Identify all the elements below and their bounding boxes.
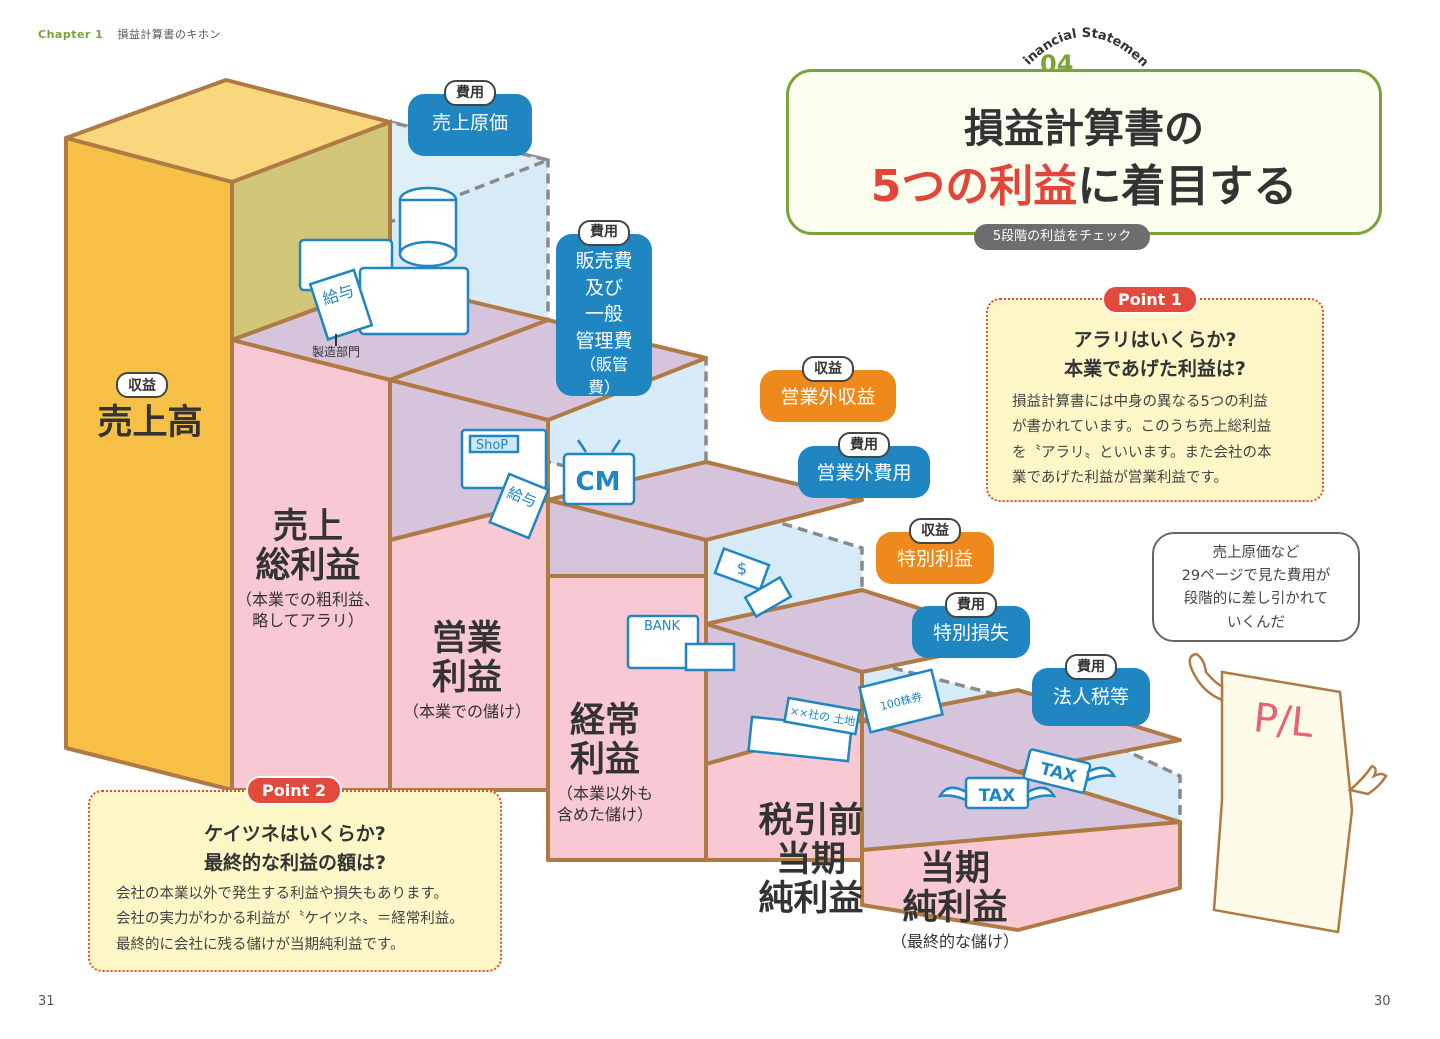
callout-extraordinary-income-tag: 収益 bbox=[909, 518, 961, 545]
callout-nonoperating-income-text: 営業外収益 bbox=[780, 386, 876, 408]
point-1-box: アラリはいくらか? 本業であげた利益は? 損益計算書には中身の異なる5つの利益 … bbox=[986, 298, 1324, 502]
callout-extraordinary-loss-text: 特別損失 bbox=[932, 622, 1009, 644]
pretax-profit-label-text: 税引前 当期 純利益 bbox=[758, 801, 864, 920]
sales-tag: 収益 bbox=[116, 372, 168, 398]
illustration-factory bbox=[298, 186, 470, 341]
ordinary-profit-label-text: 経常 利益 bbox=[569, 701, 640, 781]
salary-envelope-icon-2 bbox=[488, 472, 550, 540]
point-1-tag: Point 1 bbox=[1102, 285, 1198, 314]
sales-label-text: 売上高 bbox=[97, 403, 203, 443]
callout-cost-of-sales-text: 売上原価 bbox=[431, 112, 508, 134]
wing-icon-3 bbox=[1086, 766, 1117, 782]
title-highlight: 5つの利益 bbox=[870, 161, 1078, 212]
callout-cost-of-sales-tag: 費用 bbox=[444, 80, 496, 107]
banknote-icon bbox=[713, 546, 771, 592]
stock-certificate-icon bbox=[858, 668, 944, 734]
title-line-2: 5つの利益に着目する bbox=[789, 150, 1379, 214]
pretax-profit-label: 税引前 当期 純利益 bbox=[750, 801, 872, 920]
salary-envelope-icon bbox=[308, 268, 374, 341]
bank-text: BANK bbox=[644, 619, 681, 634]
callout-cost-of-sales: 費用 売上原価 bbox=[408, 80, 532, 156]
pl-character bbox=[1188, 652, 1388, 934]
ordinary-profit-note: （本業以外も 含めた儲け） bbox=[556, 784, 653, 825]
badge-arc: Financial Statement bbox=[1010, 14, 1151, 70]
sales-label: 売上高 bbox=[80, 403, 220, 443]
chapter-header: Chapter 1 損益計算書のキホン bbox=[38, 26, 221, 42]
pl-text: P/L bbox=[1251, 695, 1316, 747]
title-rest: に着目する bbox=[1077, 161, 1298, 212]
callout-corporate-tax-text: 法人税等 bbox=[1052, 686, 1129, 708]
net-profit-label-text: 当期 純利益 bbox=[902, 849, 1008, 929]
net-profit-note: （最終的な儲け） bbox=[890, 932, 1019, 952]
callout-sga-text: 販売費 及び 一般 管理費 bbox=[575, 250, 633, 352]
operating-profit-note: （本業での儲け） bbox=[402, 702, 531, 722]
callout-nonoperating-expense: 費用 営業外費用 bbox=[798, 432, 930, 498]
waving-hand-icon bbox=[1347, 764, 1388, 796]
illustration-shop bbox=[460, 428, 636, 540]
callout-sga-sub: （販管費） bbox=[579, 355, 628, 397]
point-2-box: ケイツネはいくらか? 最終的な利益の額は? 会社の本業以外で発生する利益や損失も… bbox=[88, 790, 502, 972]
callout-corporate-tax: 費用 法人税等 bbox=[1032, 654, 1150, 726]
ordinary-profit-label: 経常 利益 （本業以外も 含めた儲け） bbox=[546, 701, 664, 826]
net-profit-label: 当期 純利益 （最終的な儲け） bbox=[880, 849, 1030, 953]
cash-stack-icon bbox=[684, 642, 736, 672]
speech-bubble: 売上原価など 29ページで見た費用が 段階的に差し引かれて いくんだ bbox=[1152, 532, 1360, 642]
illustration-bank bbox=[626, 546, 793, 672]
pointing-hand-icon bbox=[1188, 652, 1224, 702]
callout-extraordinary-income: 収益 特別利益 bbox=[876, 518, 994, 584]
factory-label: 製造部門 bbox=[312, 344, 360, 359]
point-1-title: アラリはいくらか? 本業であげた利益は? bbox=[1064, 329, 1246, 380]
sales-block-front bbox=[64, 136, 234, 792]
svg-text:Financial Statement: Financial Statement bbox=[1010, 14, 1151, 70]
title-line-1: 損益計算書の bbox=[964, 106, 1204, 152]
gross-profit-label-text: 売上 総利益 bbox=[255, 507, 361, 587]
dollar-text: $ bbox=[737, 559, 747, 578]
bank-icon bbox=[626, 614, 700, 670]
gross-profit-note: （本業での粗利益、 略してアラリ） bbox=[235, 590, 380, 631]
chapter-label: Chapter 1 bbox=[38, 28, 104, 41]
operating-profit-label: 営業 利益 （本業での儲け） bbox=[392, 619, 542, 723]
callout-nonoperating-expense-tag: 費用 bbox=[838, 432, 890, 459]
land-sign-icon bbox=[783, 696, 861, 736]
ordinary-block-side bbox=[546, 498, 708, 578]
tax-text-1: TAX bbox=[979, 786, 1016, 806]
callout-extraordinary-income-text: 特別利益 bbox=[896, 548, 973, 570]
banknote-icon-2 bbox=[743, 575, 793, 619]
point-2-body: 会社の本業以外で発生する利益や損失もあります。 会社の実力がわかる利益が〝ケイツ… bbox=[116, 886, 464, 953]
operating-profit-label-text: 営業 利益 bbox=[431, 619, 502, 699]
pl-document-icon bbox=[1212, 670, 1354, 934]
page-number-left: 31 bbox=[38, 994, 55, 1009]
tv-icon bbox=[562, 452, 636, 506]
title-box: 損益計算書の 5つの利益に着目する bbox=[786, 69, 1382, 235]
badge-arc-text: Financial Statement bbox=[1010, 14, 1151, 70]
callout-sga: 費用 販売費 及び 一般 管理費 （販管費） bbox=[556, 220, 652, 397]
callout-nonoperating-expense-text: 営業外費用 bbox=[816, 462, 912, 484]
box-icon bbox=[358, 266, 470, 336]
callout-nonoperating-income: 収益 営業外収益 bbox=[760, 356, 896, 422]
illustration-tax bbox=[937, 748, 1117, 810]
page-number-right: 30 bbox=[1374, 994, 1391, 1009]
wing-icon-2 bbox=[1026, 786, 1057, 802]
chapter-subtitle: 損益計算書のキホン bbox=[117, 28, 221, 41]
point-2-tag: Point 2 bbox=[246, 776, 342, 805]
callout-extraordinary-loss: 費用 特別損失 bbox=[912, 592, 1030, 658]
callout-nonoperating-income-tag: 収益 bbox=[802, 356, 854, 383]
point-2-title: ケイツネはいくらか? 最終的な利益の額は? bbox=[203, 823, 387, 874]
callout-sga-tag: 費用 bbox=[578, 220, 630, 246]
cm-text: CM bbox=[576, 467, 621, 497]
illustration-land-stock bbox=[747, 668, 944, 763]
shop-text: ShoP bbox=[476, 438, 508, 453]
callout-extraordinary-loss-tag: 費用 bbox=[945, 592, 997, 619]
point-1-body: 損益計算書には中身の異なる5つの利益 が書かれています。このうち売上総利益 を〝… bbox=[1012, 394, 1272, 487]
subtitle-pill: 5段階の利益をチェック bbox=[974, 224, 1150, 250]
wing-icon bbox=[937, 786, 968, 802]
callout-corporate-tax-tag: 費用 bbox=[1065, 654, 1117, 681]
gross-profit-label: 売上 総利益 （本業での粗利益、 略してアラリ） bbox=[222, 507, 394, 632]
